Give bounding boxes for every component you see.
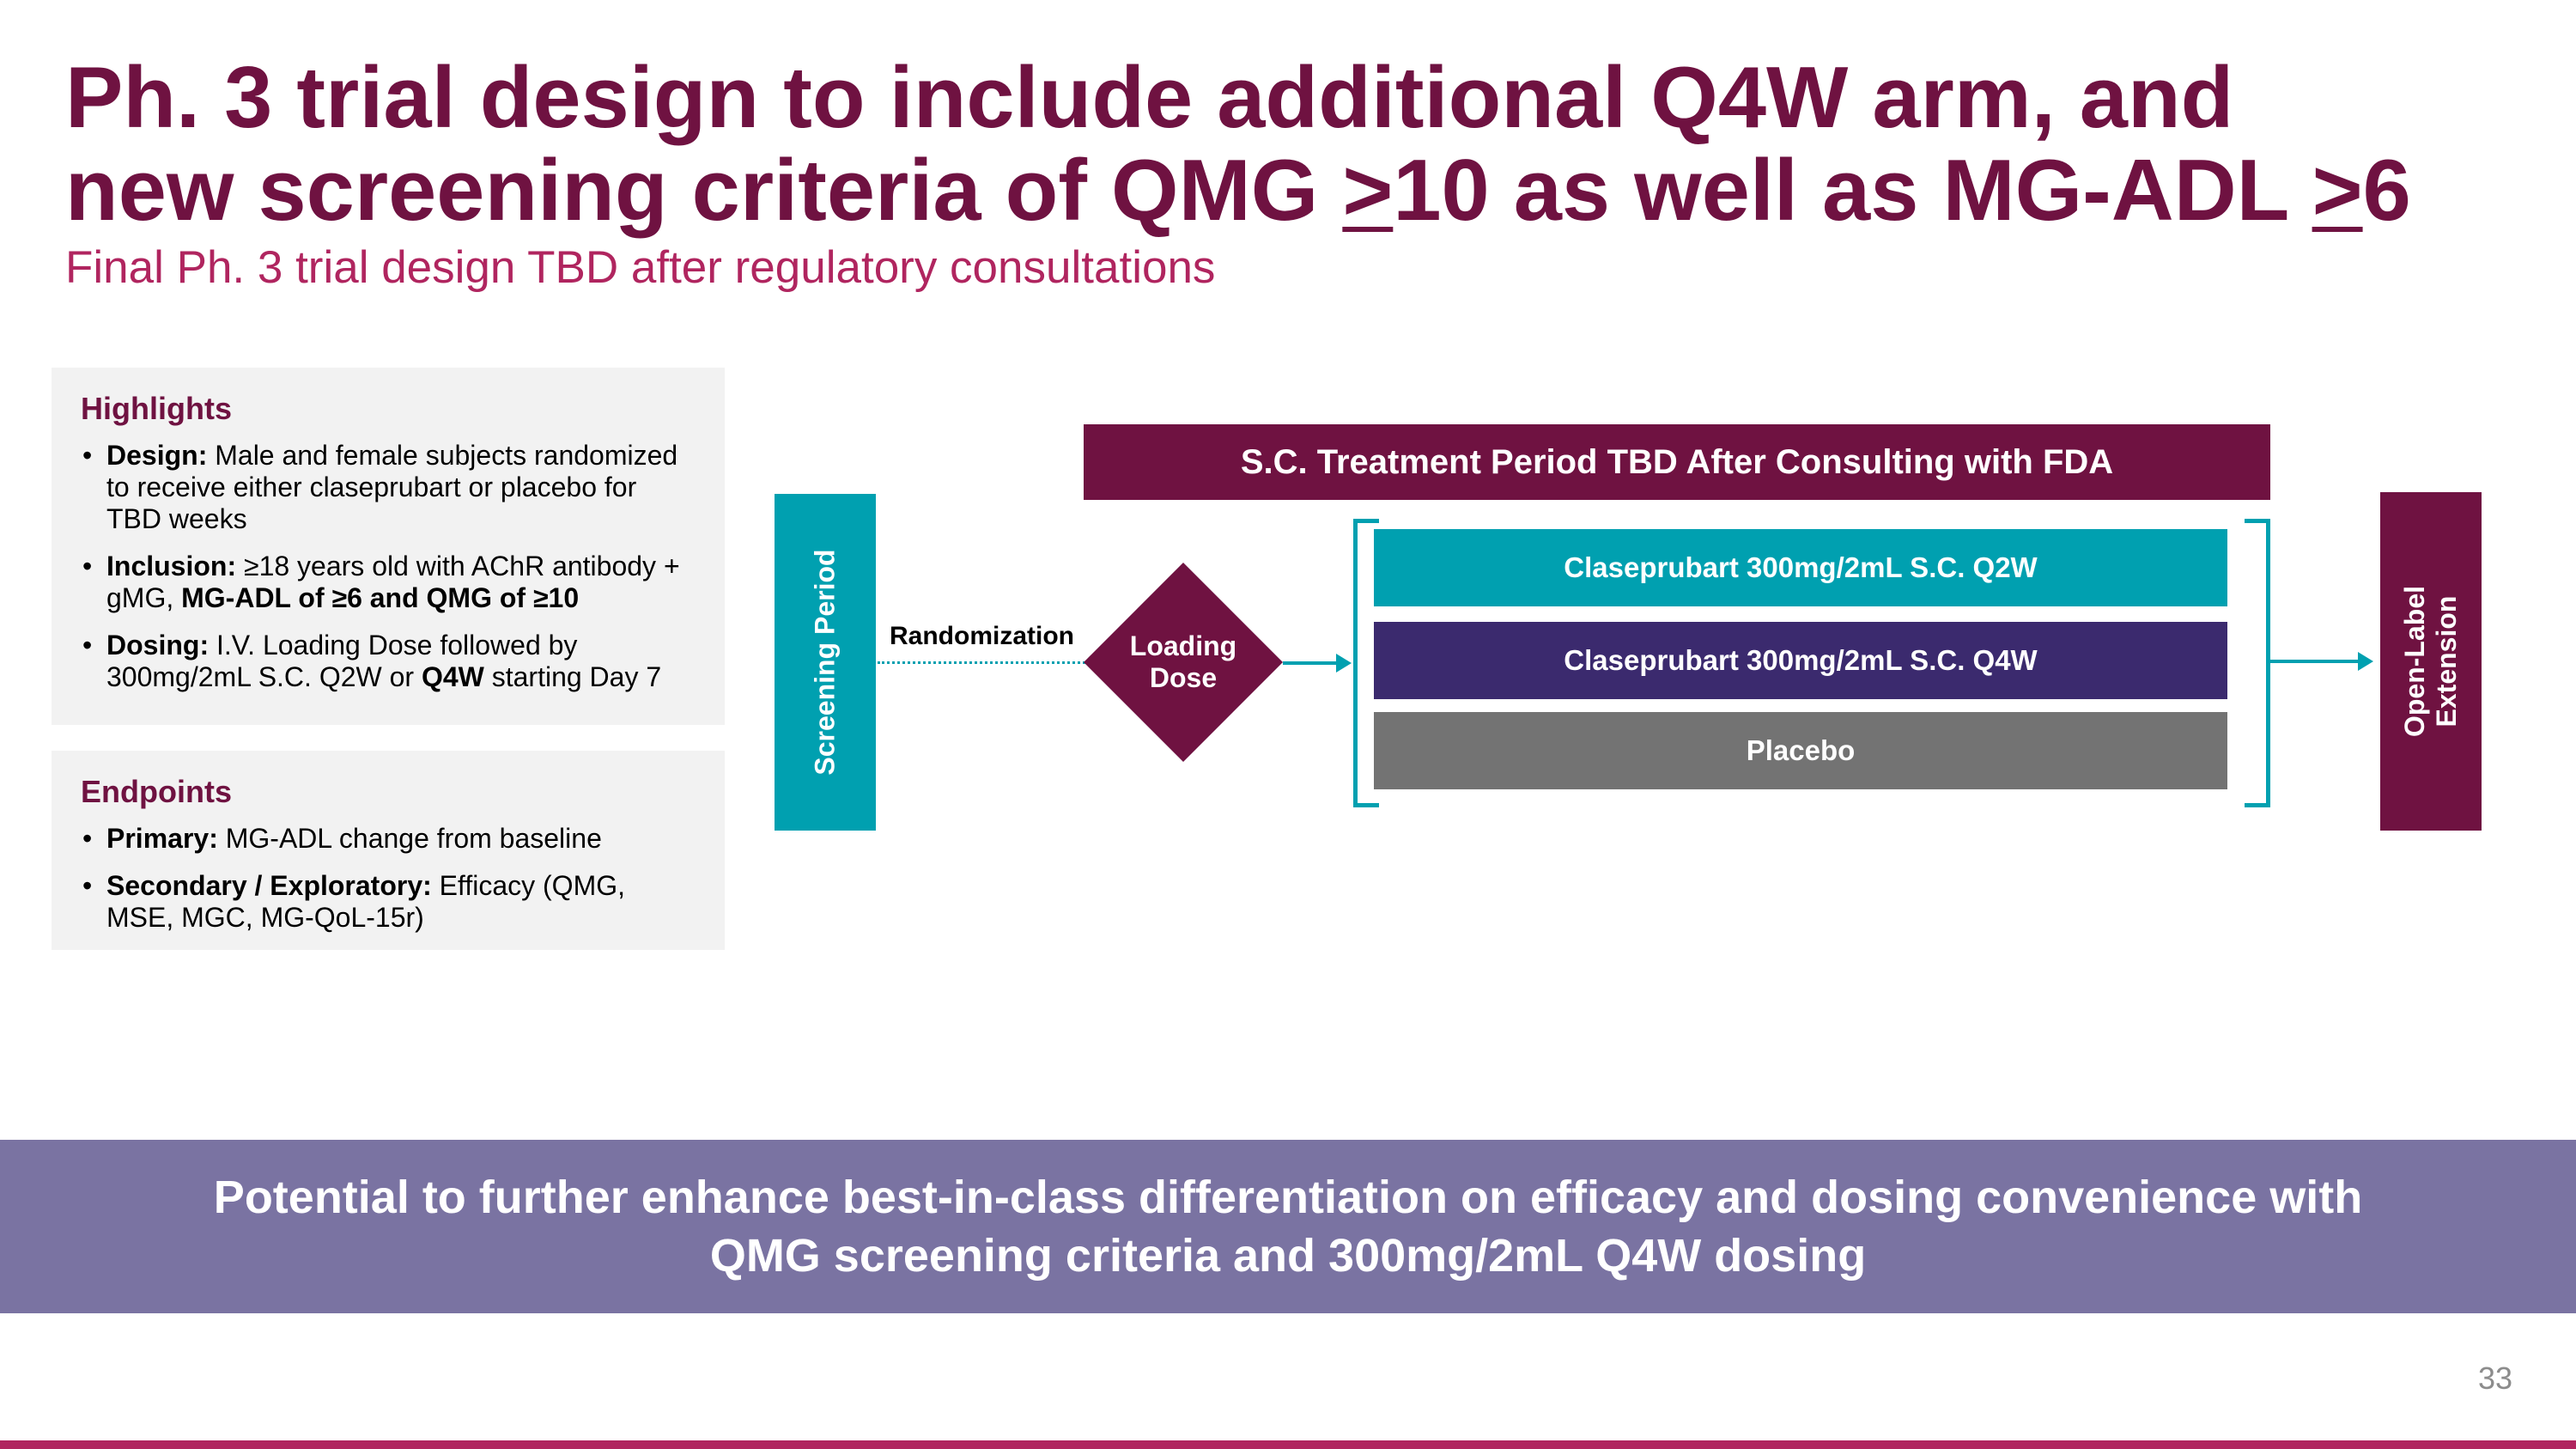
left-bracket — [1353, 519, 1379, 807]
highlight-inclusion: Inclusion: ≥18 years old with AChR antib… — [81, 551, 697, 614]
arm-q4w: Claseprubart 300mg/2mL S.C. Q4W — [1374, 622, 2227, 699]
highlights-heading: Highlights — [81, 391, 232, 426]
arm-q2w: Claseprubart 300mg/2mL S.C. Q2W — [1374, 529, 2227, 606]
endpoint-secondary: Secondary / Exploratory: Efficacy (QMG, … — [81, 870, 697, 934]
right-bracket — [2245, 519, 2270, 807]
endpoints-panel: Endpoints Primary: MG-ADL change from ba… — [52, 751, 725, 950]
randomization-label: Randomization — [890, 622, 1074, 650]
title-gte-symbol-1: > — [1342, 143, 1394, 239]
highlights-panel: Highlights Design: Male and female subje… — [52, 368, 725, 725]
key-message-banner: Potential to further enhance best-in-cla… — [0, 1140, 2576, 1313]
arrow-right-icon — [2270, 652, 2373, 671]
highlight-dosing: Dosing: I.V. Loading Dose followed by 30… — [81, 630, 697, 693]
arm-placebo: Placebo — [1374, 712, 2227, 789]
title-gte-symbol-2: > — [2312, 143, 2363, 239]
page-number: 33 — [2477, 1361, 2512, 1396]
slide-subtitle: Final Ph. 3 trial design TBD after regul… — [65, 242, 1216, 293]
title-line-2c: 6 — [2362, 143, 2411, 239]
treatment-period-header: S.C. Treatment Period TBD After Consulti… — [1084, 424, 2270, 500]
endpoints-heading: Endpoints — [81, 774, 232, 809]
slide-title: Ph. 3 trial design to include additional… — [65, 52, 2521, 237]
endpoints-list: Primary: MG-ADL change from baseline Sec… — [81, 823, 697, 934]
screening-period-label: Screening Period — [809, 549, 841, 776]
randomization-dotted-line — [878, 661, 1085, 664]
title-line-1: Ph. 3 trial design to include additional… — [65, 50, 2234, 146]
highlights-list: Design: Male and female subjects randomi… — [81, 440, 697, 693]
title-line-2b: 10 as well as MG-ADL — [1393, 143, 2312, 239]
arrow-right-icon — [1283, 654, 1352, 673]
title-line-2a: new screening criteria of QMG — [65, 143, 1343, 239]
endpoint-primary: Primary: MG-ADL change from baseline — [81, 823, 697, 855]
highlight-design: Design: Male and female subjects randomi… — [81, 440, 697, 535]
screening-period-box: Screening Period — [775, 494, 876, 831]
footer-bar — [0, 1440, 2576, 1449]
